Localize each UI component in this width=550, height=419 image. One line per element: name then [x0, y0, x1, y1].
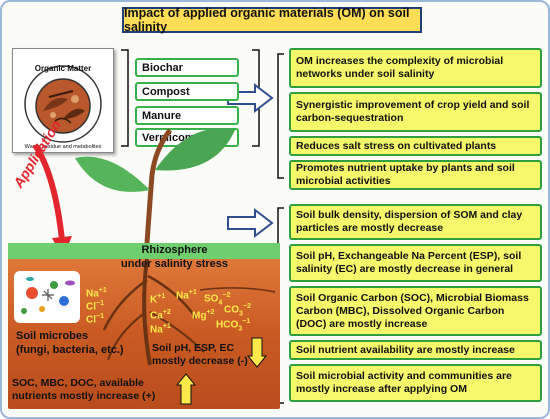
soil-ph-note: Soil pH, ESP, EC mostly decrease (-)	[152, 342, 248, 368]
decrease-arrow-icon	[246, 337, 268, 368]
rhizosphere-line2: under salinity stress	[121, 258, 228, 270]
soc-note-line1: SOC, MBC, DOC, available	[12, 377, 144, 389]
effect-item: Soil pH, Exchangeable Na Percent (ESP), …	[289, 244, 542, 282]
effect-item: Synergistic improvement of crop yield an…	[289, 92, 542, 132]
ion-mg: Mg+2	[192, 309, 215, 322]
organic-matter-logo-subtitle: Waste, residue and metabolites	[25, 144, 102, 150]
effect-item: Soil microbial activity and communities …	[289, 364, 542, 402]
microbes-graphic	[21, 277, 75, 314]
soc-note-line2: nutrients mostly increase (+)	[12, 390, 156, 402]
diagram-title: Impact of applied organic materials (OM)…	[122, 6, 422, 34]
effect-item: Promotes nutrient uptake by plants and s…	[289, 160, 542, 190]
effect-item: Soil nutrient availability are mostly in…	[289, 340, 542, 360]
ion-ca: Ca+2	[150, 309, 171, 322]
ion-na: Na+1	[176, 289, 197, 302]
soil-microbes-label: Soil microbes (fungi, bacteria, etc.)	[16, 329, 124, 357]
ion-co3: CO3−2	[224, 303, 251, 318]
ion-cl: Cl−1	[86, 300, 104, 313]
organic-matter-logo-title: Organic Matter	[35, 64, 91, 73]
ion-hco3: HCO3−1	[216, 318, 251, 333]
ion-cl: Cl−1	[86, 313, 104, 326]
om-item-biochar: Biochar	[135, 58, 239, 77]
organic-matter-logo-graphic: Organic Matter Waste, residue and metabo…	[24, 64, 102, 150]
effect-item: Soil Organic Carbon (SOC), Microbial Bio…	[289, 286, 542, 336]
soil-ph-note-line2: mostly decrease (-)	[152, 355, 248, 367]
soil-microbes-line1: Soil microbes	[16, 330, 89, 342]
effect-item: Reduces salt stress on cultivated plants	[289, 136, 542, 156]
organic-matter-logo: Organic Matter Waste, residue and metabo…	[12, 48, 114, 153]
soil-microbes-line2: (fungi, bacteria, etc.)	[16, 344, 124, 356]
om-item-compost: Compost	[135, 82, 239, 101]
rhizosphere-line1: Rhizosphere	[141, 244, 208, 256]
ion-na: Na+1	[86, 287, 107, 300]
effect-item: OM increases the complexity of microbial…	[289, 48, 542, 88]
rhizosphere-label: Rhizosphere under salinity stress	[121, 243, 228, 271]
ion-k: K+1	[150, 293, 166, 306]
ion-so4: SO4−2	[204, 292, 231, 307]
rhizosphere-band	[8, 243, 280, 259]
soil-microbes-image	[14, 271, 80, 323]
om-item-manure: Manure	[135, 106, 239, 125]
increase-arrow-icon	[175, 373, 197, 405]
effect-item: Soil bulk density, dispersion of SOM and…	[289, 204, 542, 240]
soil-ph-note-line1: Soil pH, ESP, EC	[152, 342, 235, 354]
soc-note: SOC, MBC, DOC, available nutrients mostl…	[12, 377, 172, 403]
ion-na: Na+1	[150, 323, 171, 336]
